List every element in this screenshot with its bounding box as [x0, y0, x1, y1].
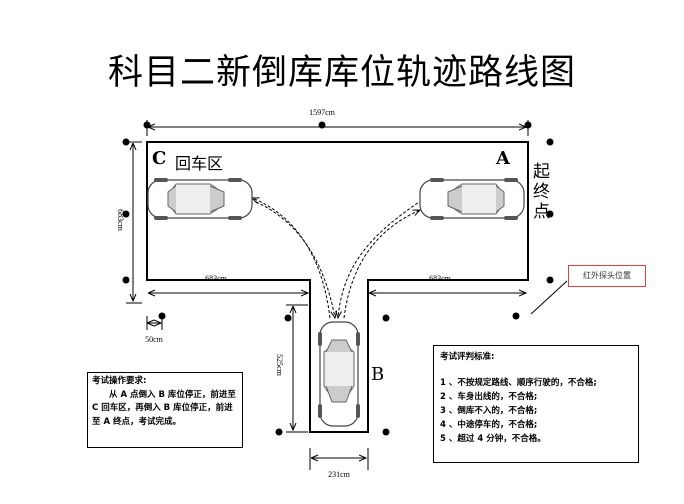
trajectory-b-to-a	[343, 210, 420, 319]
gap-label: 50cm	[145, 335, 164, 344]
criteria-heading: 考试评判标准:	[440, 352, 495, 362]
criteria-item: 4 、中途停车的，不合格;	[440, 420, 538, 430]
course-outline	[146, 141, 529, 433]
zone-c-letter: C	[152, 148, 167, 169]
criteria-item: 5 、超过 4 分钟，不合格。	[440, 434, 546, 444]
zone-c-label: 回车区	[175, 154, 224, 173]
car-b-icon	[318, 321, 360, 427]
trajectory-b-to-c	[252, 198, 331, 319]
operation-heading: 考试操作要求:	[92, 376, 147, 386]
criteria-item: 1 、不按规定路线、顺序行驶的，不合格;	[440, 378, 597, 388]
operation-box: 考试操作要求: 从 A 点倒入 B 库位停正，前进至 C 回车区，再倒入 B 库…	[87, 372, 243, 448]
page-title: 科目二新倒库库位轨迹路线图	[107, 53, 576, 93]
zone-b-letter: B	[371, 364, 385, 385]
sensor-dots	[122, 121, 554, 436]
criteria-box: 考试评判标准: 1 、不按规定路线、顺序行驶的，不合格; 2 、车身出线的，不合…	[433, 345, 639, 463]
inner-right-label: 683cm	[429, 274, 452, 283]
criteria-item: 3 、倒库不入的，不合格;	[440, 406, 538, 416]
left-height-label: 683cm	[116, 209, 125, 232]
garage-depth-label: 525cm	[275, 354, 284, 377]
trajectory-c-to-b	[255, 201, 335, 318]
garage-depth-dimension	[286, 304, 308, 433]
inner-left-label: 683cm	[205, 274, 228, 283]
operation-body: 从 A 点倒入 B 库位停正，前进至 C 回车区，再倒入 B 库位停正，前进至 …	[92, 389, 236, 427]
criteria-item: 2 、车身出线的，不合格;	[440, 392, 538, 402]
top-dimension	[146, 120, 529, 136]
callout-leader	[530, 280, 568, 315]
car-a-icon	[419, 178, 525, 220]
top-width-label: 1597cm	[309, 108, 336, 117]
car-c-icon	[147, 178, 253, 220]
garage-width-label: 231cm	[328, 470, 351, 479]
garage-width-dimension	[309, 448, 369, 470]
trajectory-a-to-b	[338, 199, 423, 318]
start-end-label: 起终点	[533, 162, 550, 222]
infrared-sensor-callout: 红外探头位置	[568, 265, 646, 287]
zone-a-letter: A	[496, 148, 510, 169]
